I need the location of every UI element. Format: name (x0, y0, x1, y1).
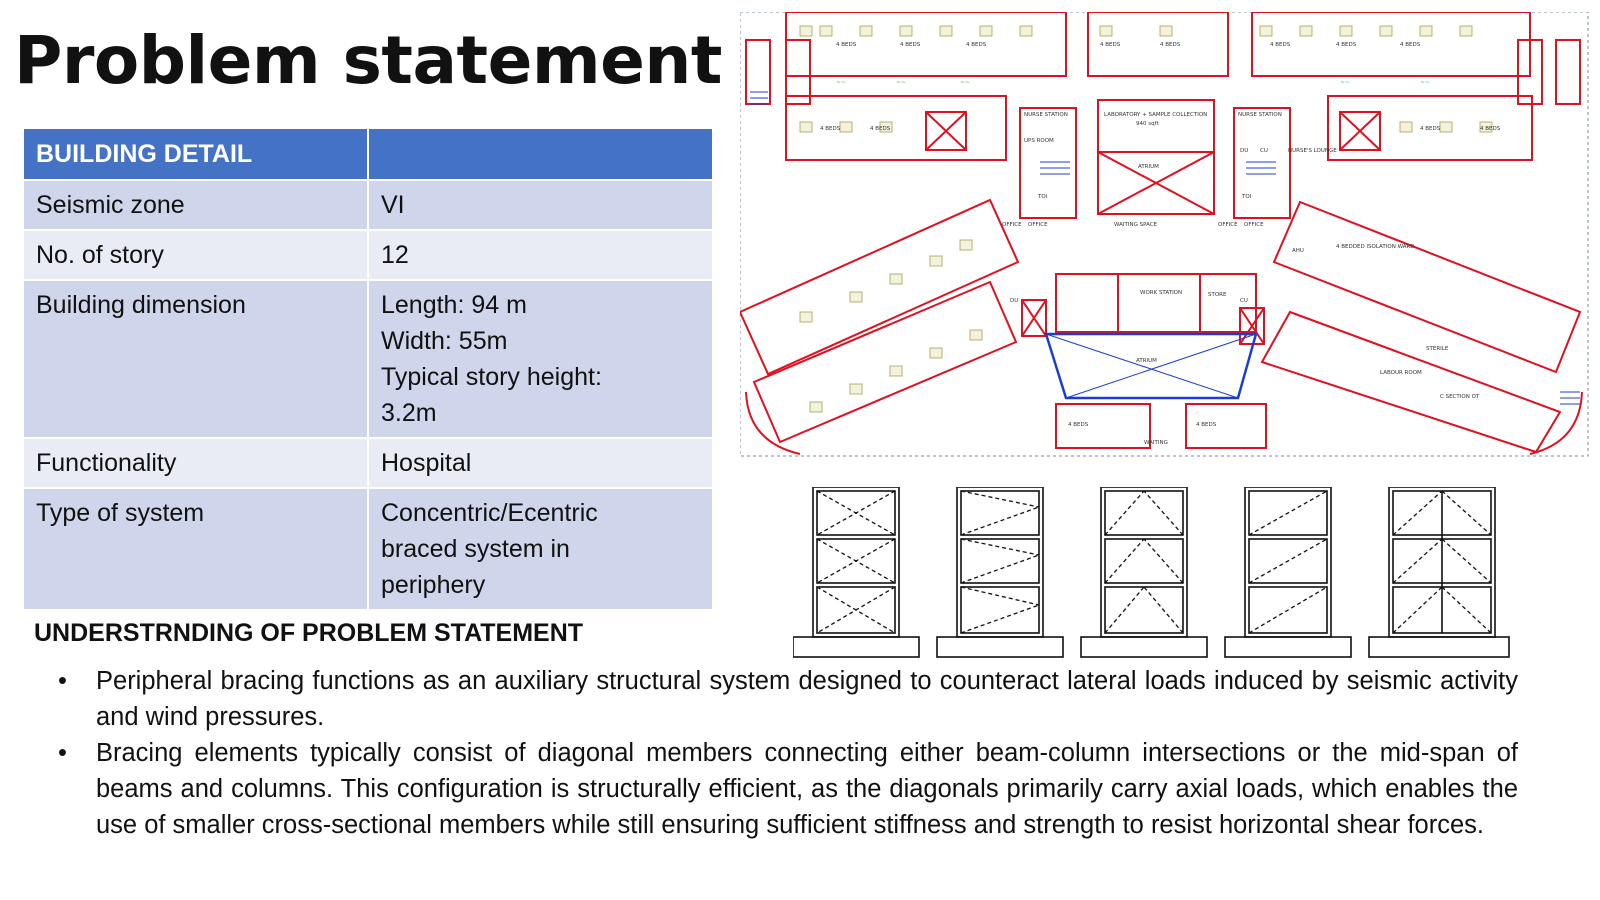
svg-text:ATRIUM: ATRIUM (1138, 164, 1159, 170)
svg-text:OFFICE: OFFICE (1002, 222, 1022, 228)
svg-text:4 BEDS: 4 BEDS (1196, 422, 1217, 428)
table-row: Seismic zone VI (22, 179, 714, 231)
table-cell-value: VI (367, 179, 714, 231)
svg-text:UPS ROOM: UPS ROOM (1024, 138, 1054, 144)
svg-text:4 BEDS: 4 BEDS (1270, 42, 1291, 48)
svg-text:NURSE STATION: NURSE STATION (1238, 112, 1282, 118)
svg-text:C SECTION OT: C SECTION OT (1440, 394, 1480, 400)
svg-text:4 BEDS: 4 BEDS (1480, 126, 1501, 132)
svg-text:4 BEDS: 4 BEDS (1100, 42, 1121, 48)
svg-text:4 BEDS: 4 BEDS (1400, 42, 1421, 48)
svg-text:STERILE: STERILE (1426, 346, 1449, 352)
list-item: •Bracing elements typically consist of d… (58, 735, 1518, 843)
svg-text:4 BEDDED ISOLATION WARD: 4 BEDDED ISOLATION WARD (1336, 244, 1415, 250)
svg-text:~~: ~~ (836, 79, 846, 86)
table-cell-value: Concentric/Ecentric braced system in per… (367, 487, 714, 611)
table-cell-label: Functionality (22, 437, 369, 489)
svg-text:OFFICE: OFFICE (1028, 222, 1048, 228)
bullet-icon: • (58, 667, 67, 695)
svg-text:TOI: TOI (1241, 194, 1252, 200)
svg-text:4 BEDS: 4 BEDS (820, 126, 841, 132)
page-title: Problem statement (14, 22, 722, 99)
svg-text:4 BEDS: 4 BEDS (1068, 422, 1089, 428)
bullet-list: •Peripheral bracing functions as an auxi… (58, 663, 1518, 843)
table-row: Functionality Hospital (22, 437, 714, 489)
svg-text:DU: DU (1240, 148, 1248, 154)
bullet-icon: • (58, 739, 67, 767)
svg-text:AHU: AHU (1292, 248, 1304, 254)
svg-text:NURSE STATION: NURSE STATION (1024, 112, 1068, 118)
table-row: Type of system Concentric/Ecentric brace… (22, 487, 714, 611)
floor-plan-image: ~~~~~~ ~~~~ 4 BEDS 4 BEDS 4 BEDS 4 BEDS … (740, 12, 1589, 457)
table-header-row: BUILDING DETAIL (22, 127, 714, 181)
table-cell-label: Type of system (22, 487, 369, 611)
table-header-cell (367, 127, 714, 181)
table-cell-label: Building dimension (22, 279, 369, 439)
section-subheading: UNDERSTRNDING OF PROBLEM STATEMENT (34, 619, 584, 647)
svg-text:4 BEDS: 4 BEDS (1420, 126, 1441, 132)
svg-text:4 BEDS: 4 BEDS (966, 42, 987, 48)
svg-text:LABOUR ROOM: LABOUR ROOM (1380, 370, 1422, 376)
table-row: Building dimension Length: 94 m Width: 5… (22, 279, 714, 439)
svg-text:~~: ~~ (896, 79, 906, 86)
svg-text:4 BEDS: 4 BEDS (870, 126, 891, 132)
table-header-cell: BUILDING DETAIL (22, 127, 369, 181)
svg-text:~~: ~~ (1420, 79, 1430, 86)
svg-text:WORK STATION: WORK STATION (1140, 290, 1182, 296)
svg-text:940 sqft: 940 sqft (1136, 121, 1159, 127)
table-cell-value: Hospital (367, 437, 714, 489)
bracing-frames-diagram (793, 487, 1510, 658)
table-cell-value: 12 (367, 229, 714, 281)
svg-text:ATRIUM: ATRIUM (1136, 358, 1157, 364)
list-item: •Peripheral bracing functions as an auxi… (58, 663, 1518, 735)
svg-text:OFFICE: OFFICE (1244, 222, 1264, 228)
svg-text:DU: DU (1010, 298, 1018, 304)
svg-text:STORE: STORE (1208, 292, 1227, 298)
table-cell-label: No. of story (22, 229, 369, 281)
svg-text:WAITING SPACE: WAITING SPACE (1114, 222, 1158, 228)
svg-text:TOI: TOI (1037, 194, 1048, 200)
table-cell-label: Seismic zone (22, 179, 369, 231)
building-detail-table: BUILDING DETAIL Seismic zone VI No. of s… (22, 127, 714, 611)
svg-text:4 BEDS: 4 BEDS (1336, 42, 1357, 48)
svg-text:CU: CU (1240, 298, 1248, 304)
svg-text:CU: CU (1260, 148, 1268, 154)
table-row: No. of story 12 (22, 229, 714, 281)
svg-text:WAITING: WAITING (1144, 440, 1168, 446)
svg-text:4 BEDS: 4 BEDS (1160, 42, 1181, 48)
svg-text:~~: ~~ (960, 79, 970, 86)
svg-text:~~: ~~ (1340, 79, 1350, 86)
svg-text:OFFICE: OFFICE (1218, 222, 1238, 228)
svg-text:NURSE'S LOUNGE: NURSE'S LOUNGE (1288, 148, 1337, 154)
svg-text:4 BEDS: 4 BEDS (900, 42, 921, 48)
svg-text:LABORATORY + SAMPLE COLLECTION: LABORATORY + SAMPLE COLLECTION (1104, 112, 1207, 118)
table-cell-value: Length: 94 m Width: 55m Typical story he… (367, 279, 714, 439)
svg-text:4 BEDS: 4 BEDS (836, 42, 857, 48)
